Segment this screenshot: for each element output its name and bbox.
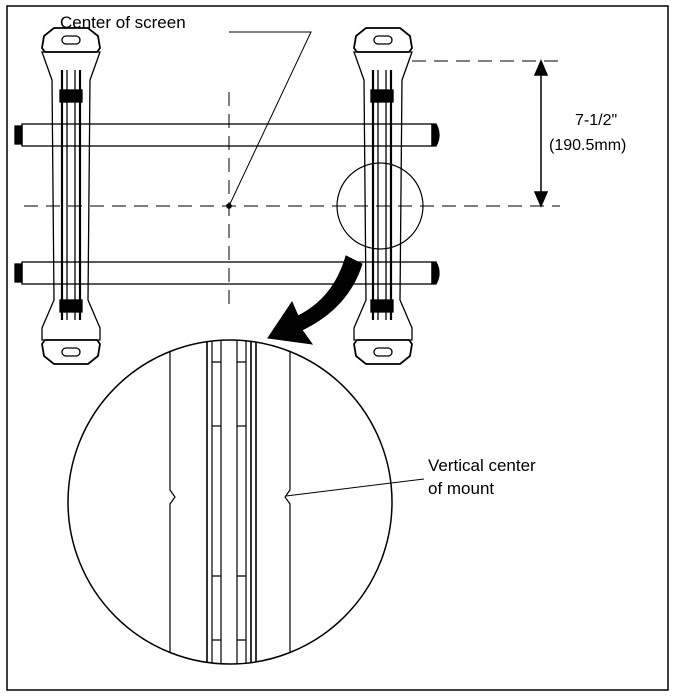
- dimension-arrow: [533, 59, 549, 208]
- center-of-screen-label: Center of screen: [60, 13, 186, 32]
- bottom-rail-right-cap: [431, 261, 440, 285]
- bottom-rail-left-cap: [14, 263, 23, 283]
- magnified-detail: [67, 339, 393, 665]
- left-upright: [41, 27, 101, 365]
- bottom-rail: [21, 261, 433, 285]
- vertical-center-leader-line: [285, 478, 425, 497]
- center-lines: [24, 60, 562, 308]
- top-rail-right-cap: [431, 123, 440, 147]
- horizontal-rails: [14, 123, 440, 285]
- vertical-center-label-line2: of mount: [428, 479, 494, 498]
- top-rail: [21, 123, 433, 147]
- page-frame: [6, 5, 669, 691]
- center-leader-line: [228, 31, 312, 207]
- detail-callout-circle: [336, 162, 424, 250]
- right-upright: [353, 27, 413, 365]
- dimension-imperial-label: 7-1/2": [575, 112, 617, 129]
- dimension-metric-label: (190.5mm): [549, 137, 626, 154]
- top-rail-left-cap: [14, 125, 23, 145]
- vertical-center-label-line1: Vertical center: [428, 456, 536, 475]
- zoom-arrow-icon: [267, 255, 363, 345]
